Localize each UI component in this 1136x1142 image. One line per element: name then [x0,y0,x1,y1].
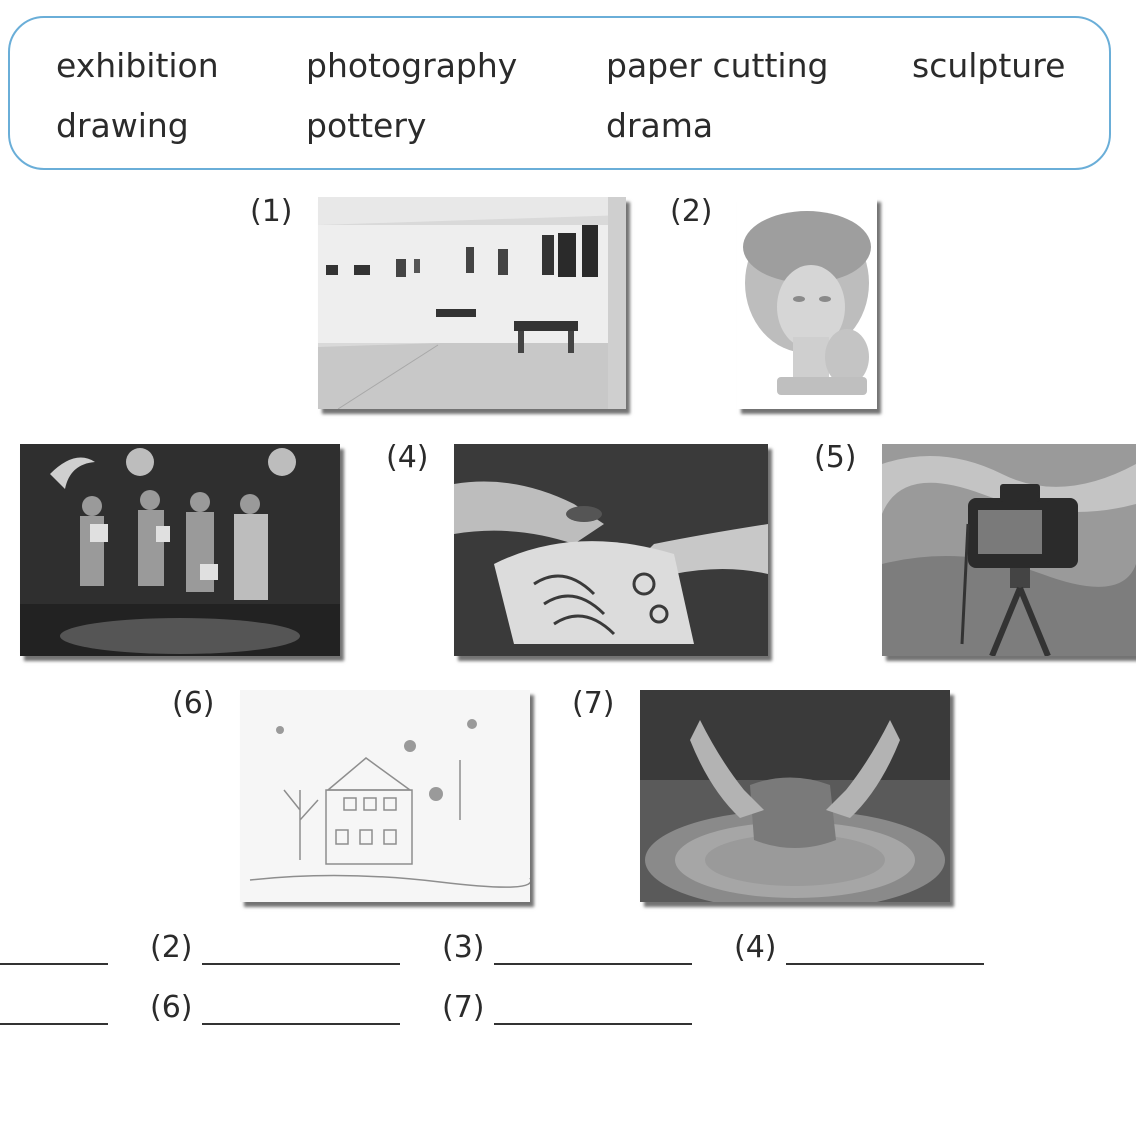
photo-exhibition [318,197,626,409]
word-paper-cutting: paper cutting [606,46,829,85]
answer-line-3[interactable] [494,963,692,965]
word-pottery: pottery [306,106,427,145]
photo-label-7: (7) [572,686,615,721]
answer-line-6[interactable] [202,1023,400,1025]
photo-sculpture [737,197,877,409]
answer-label-7: (7) [442,990,485,1025]
photo-label-2: (2) [670,194,713,229]
photo-drama [20,444,340,656]
word-drama: drama [606,106,714,145]
answer-label-4: (4) [734,930,777,965]
word-bank-box: exhibition photography paper cutting scu… [8,16,1111,170]
answer-label-6: (6) [150,990,193,1025]
answer-line-2[interactable] [202,963,400,965]
answer-line-5[interactable] [0,1023,108,1025]
word-drawing: drawing [56,106,189,145]
photo-pottery [640,690,950,902]
answer-line-7[interactable] [494,1023,692,1025]
answer-label-2: (2) [150,930,193,965]
word-sculpture: sculpture [912,46,1066,85]
answer-line-1[interactable] [0,963,108,965]
answer-line-4[interactable] [786,963,984,965]
photo-label-5: (5) [814,440,857,475]
photo-paper-cutting [454,444,768,656]
photo-photography [882,444,1136,656]
word-exhibition: exhibition [56,46,219,85]
photo-label-1: (1) [250,194,293,229]
photo-drawing [240,690,530,902]
answer-label-3: (3) [442,930,485,965]
photo-label-4: (4) [386,440,429,475]
word-photography: photography [306,46,518,85]
photo-label-6: (6) [172,686,215,721]
